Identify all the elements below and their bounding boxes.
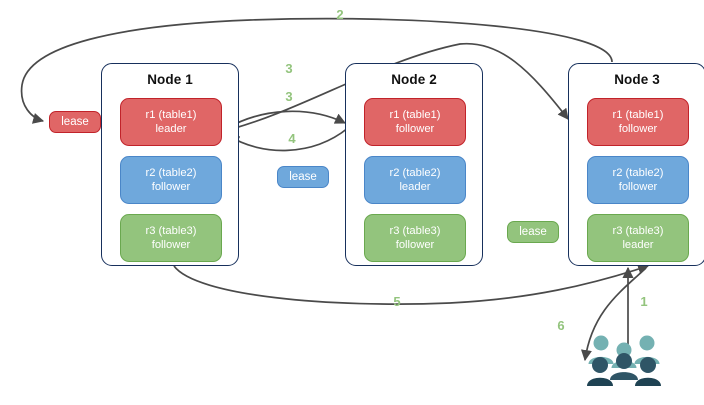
step-label-3a: 3: [285, 61, 293, 76]
node-3-replica-r1[interactable]: r1 (table1) follower: [587, 98, 689, 146]
node-1-replica-r1-role: leader: [155, 123, 187, 135]
node-2-replica-r3[interactable]: r3 (table3) follower: [364, 214, 466, 262]
node-2-replica-r2[interactable]: r2 (table2) leader: [364, 156, 466, 204]
node-1: Node 1 r1 (table1) leader r2 (table2) fo…: [101, 63, 239, 266]
node-1-replica-r2[interactable]: r2 (table2) follower: [120, 156, 222, 204]
step-label-4: 4: [288, 131, 296, 146]
node-2-replica-r2-name: r2 (table2): [389, 167, 441, 179]
step-label-2: 2: [336, 7, 344, 22]
clients-group-icon: [587, 335, 661, 386]
step-label-1: 1: [640, 294, 648, 309]
node-3: Node 3 r1 (table1) follower r2 (table2) …: [568, 63, 704, 266]
node-2-replica-r2-role: leader: [399, 181, 431, 193]
node-3-replica-r3[interactable]: r3 (table3) leader: [587, 214, 689, 262]
node-1-replica-r2-name: r2 (table2): [145, 167, 197, 179]
lease-badge-table1[interactable]: lease: [49, 111, 101, 133]
node-2-title: Node 2: [391, 72, 437, 87]
arrow-step-5: [173, 263, 650, 305]
node-2: Node 2 r1 (table1) follower r2 (table2) …: [345, 63, 483, 266]
lease-badge-table3[interactable]: lease: [507, 221, 559, 243]
node-3-replica-r1-role: follower: [618, 123, 658, 135]
node-1-replica-r3[interactable]: r3 (table3) follower: [120, 214, 222, 262]
node-3-replica-r2-role: follower: [618, 181, 658, 193]
node-2-replica-r3-role: follower: [395, 239, 435, 251]
node-3-replica-r2-name: r2 (table2): [612, 167, 664, 179]
node-1-title: Node 1: [147, 72, 193, 87]
node-3-replica-r3-role: leader: [622, 239, 654, 251]
node-1-replica-r1[interactable]: r1 (table1) leader: [120, 98, 222, 146]
node-1-replica-r2-role: follower: [151, 181, 191, 193]
node-1-replica-r1-name: r1 (table1): [145, 109, 197, 121]
arrow-step-3-to-node2: [223, 110, 346, 131]
node-3-replica-r2[interactable]: r2 (table2) follower: [587, 156, 689, 204]
step-label-6: 6: [557, 318, 565, 333]
step-label-5: 5: [393, 294, 401, 309]
step-label-3b: 3: [285, 89, 293, 104]
node-2-replica-r1-name: r1 (table1): [389, 109, 441, 121]
node-2-replica-r1[interactable]: r1 (table1) follower: [364, 98, 466, 146]
node-3-replica-r3-name: r3 (table3): [612, 225, 664, 237]
node-1-replica-r3-name: r3 (table3): [145, 225, 197, 237]
node-3-title: Node 3: [614, 72, 660, 87]
node-2-replica-r1-role: follower: [395, 123, 435, 135]
node-1-replica-r3-role: follower: [151, 239, 191, 251]
lease-badge-table2[interactable]: lease: [277, 166, 329, 188]
node-3-replica-r1-name: r1 (table1): [612, 109, 664, 121]
node-2-replica-r3-name: r3 (table3): [389, 225, 441, 237]
